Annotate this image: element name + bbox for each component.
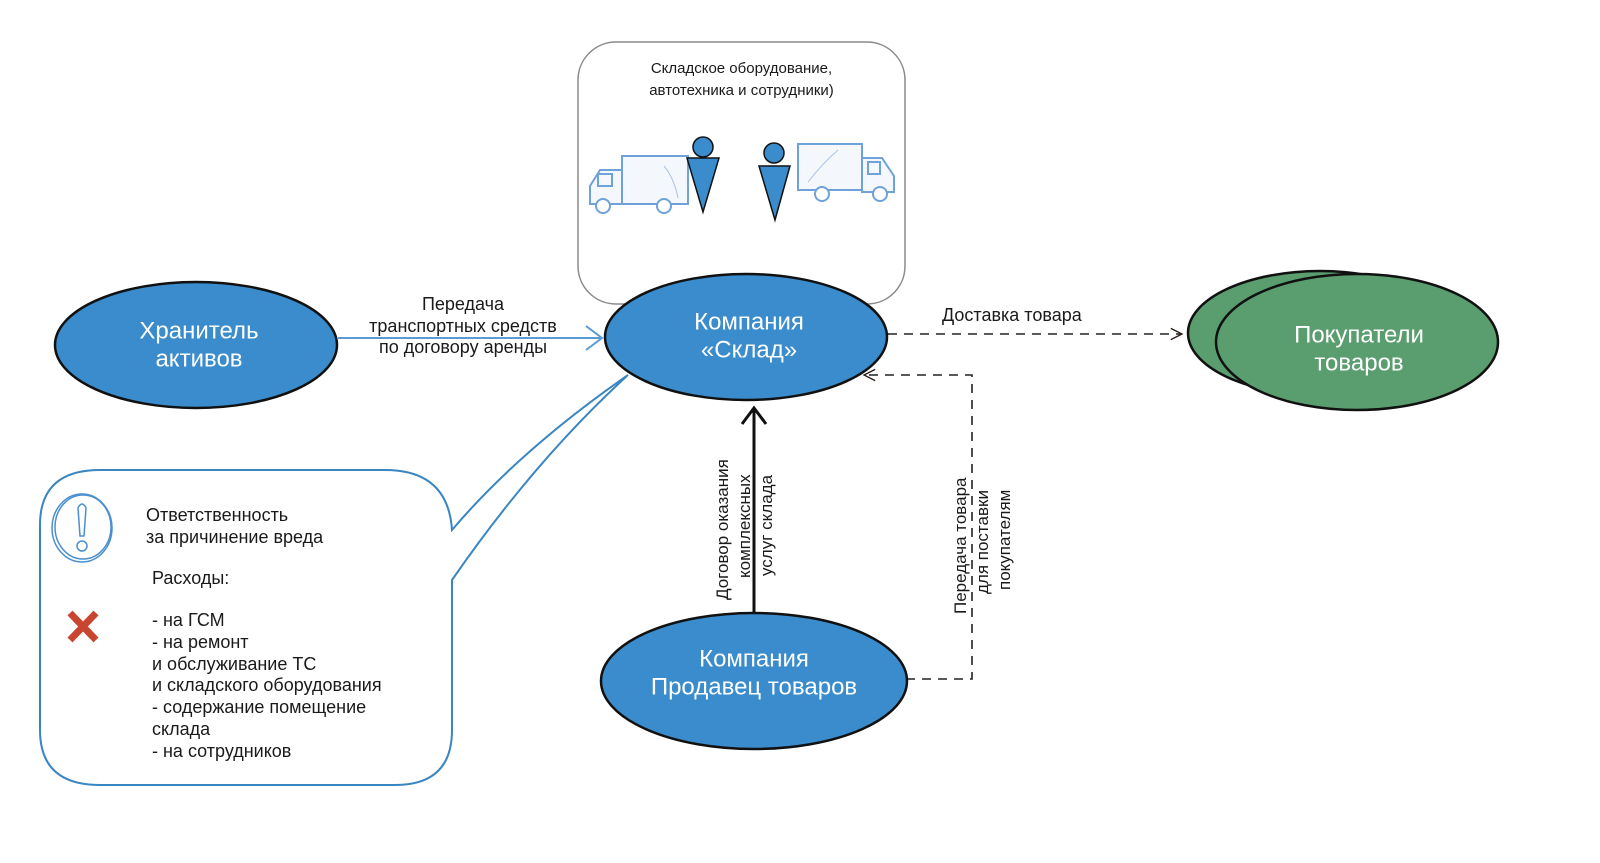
node-buyers-label: Покупатели товаров: [1294, 321, 1424, 376]
node-asset-keeper[interactable]: [53, 280, 339, 410]
node-buyers-line2: товаров: [1314, 349, 1404, 376]
edge-service-contract-label: Договор оказания комплексных услуг склад…: [712, 459, 778, 600]
node-seller-line1: Компания: [699, 645, 809, 673]
node-asset-keeper-line1: Хранитель: [139, 317, 259, 345]
equipment-caption-line1: Складское оборудование,: [650, 60, 833, 77]
expenses-title: Расходы:: [152, 568, 230, 588]
x-mark-icon: [67, 610, 99, 643]
edge-goods-transfer-label: Передача товара для поставки покупателям: [950, 478, 1016, 615]
node-asset-keeper-label: Хранитель активов: [139, 317, 258, 372]
expense-item: - содержание помещение: [152, 697, 367, 718]
edge-goods-transfer-line3: покупателям: [995, 489, 1015, 590]
node-warehouse-label: Компания «Склад»: [694, 308, 804, 363]
exclamation-icon: [51, 493, 113, 563]
edge-lease-line2: транспортных средств: [369, 315, 557, 336]
expense-item: склада: [152, 718, 211, 739]
node-seller[interactable]: [599, 611, 909, 751]
expense-item: - на сотрудников: [152, 740, 292, 761]
truck-icon: [589, 155, 689, 214]
node-buyers[interactable]: [1214, 272, 1500, 412]
node-buyers-line1: Покупатели: [1294, 321, 1424, 349]
edge-lease-label: Передача транспортных средств по договор…: [340, 294, 586, 359]
truck-icon: [797, 143, 895, 202]
expense-item: - на ГСМ: [152, 610, 225, 630]
edge-service-contract-line3: услуг склада: [757, 474, 777, 576]
liability-line1: Ответственность: [146, 505, 289, 525]
expenses-list: - на ГСМ - на ремонт и обслуживание ТС и…: [152, 610, 382, 763]
edge-lease-line3: по договору аренды: [378, 337, 548, 358]
edge-service-contract-line1: Договор оказания: [713, 459, 732, 600]
person-icon: [685, 136, 721, 215]
responsibility-callout: [39, 374, 629, 786]
equipment-caption: Складское оборудование, автотехника и со…: [578, 58, 905, 102]
expense-item: - на ремонт: [152, 631, 249, 652]
node-warehouse-line2: «Склад»: [700, 336, 798, 363]
edge-goods-transfer-line2: для поставки: [973, 490, 993, 594]
expense-item: и складского оборудования: [152, 675, 382, 696]
person-icon: [757, 142, 791, 223]
edge-goods-transfer: [864, 375, 973, 680]
liability-line2: за причинение вреда: [146, 526, 324, 547]
expense-item: и обслуживание ТС: [152, 653, 317, 674]
node-asset-keeper-line2: активов: [155, 345, 243, 372]
node-warehouse[interactable]: [603, 272, 889, 402]
node-seller-label: Компания Продавец товаров: [651, 645, 857, 700]
edge-service-contract: [740, 405, 768, 612]
node-seller-line2: Продавец товаров: [650, 673, 858, 700]
edge-lease: [338, 325, 604, 351]
liability-text: Ответственность за причинение вреда: [146, 505, 323, 548]
edge-goods-transfer-line1: Передача товара: [951, 477, 970, 615]
edge-delivery-label: Доставка товара: [942, 305, 1082, 325]
edge-service-contract-line2: комплексных: [735, 474, 755, 578]
node-warehouse-line1: Компания: [694, 308, 804, 336]
edge-lease-line1: Передача: [421, 294, 505, 314]
equipment-caption-line2: автотехника и сотрудники): [649, 81, 834, 99]
